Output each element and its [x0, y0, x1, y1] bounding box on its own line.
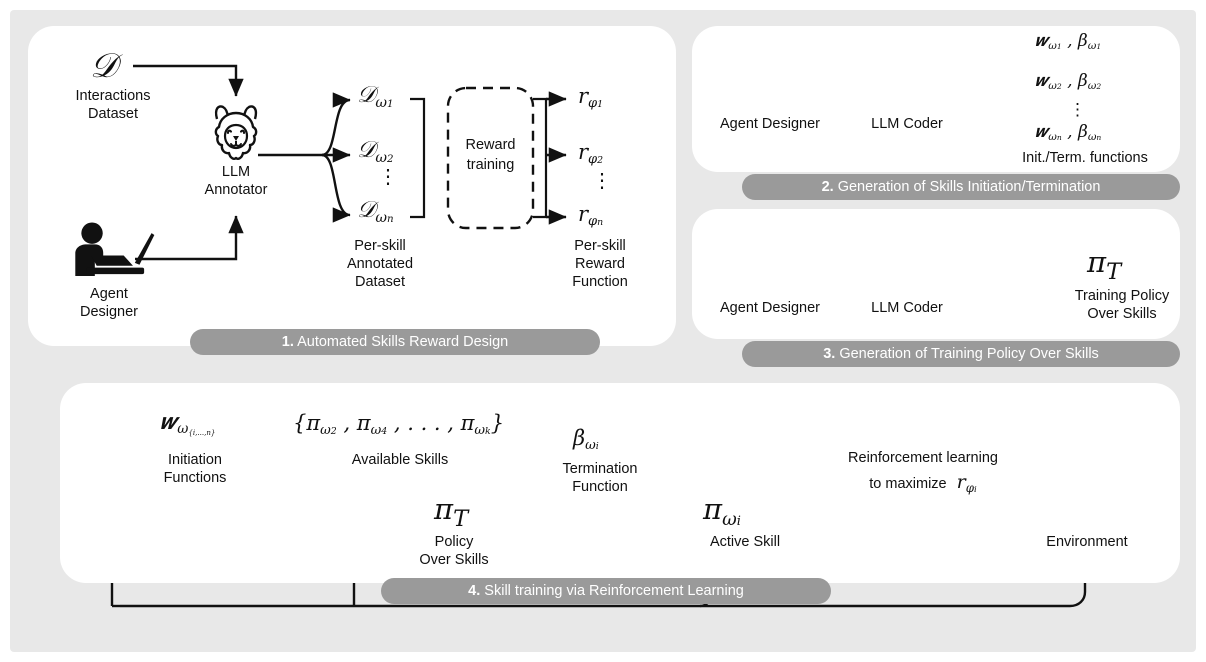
environment-caption: Environment	[1046, 534, 1128, 550]
dataset-caption-line1: Interactions	[75, 88, 151, 104]
termination-function-symbol: βωi	[573, 426, 599, 454]
llm-annotator-label-line2: Annotator	[204, 182, 268, 198]
reward-training-box-line2: training	[466, 157, 515, 173]
init-term-output-2: 𝒘ω2 , βω2	[1035, 71, 1102, 93]
panel-3-caption: 3. Generation of Training Policy Over Sk…	[742, 341, 1180, 367]
training-policy-caption-line1: Training Policy	[1074, 288, 1170, 304]
llm-annotator-icon	[214, 105, 258, 160]
reward-function-vdots: ⋮	[592, 170, 612, 192]
reward-training-box-line1: Reward	[465, 137, 516, 153]
rl-box-line1: Reinforcement learning	[848, 450, 998, 466]
init-term-caption: Init./Term. functions	[1022, 150, 1148, 166]
llm-annotator-label-line1: LLM	[221, 164, 251, 180]
panel-1-caption: 1. Automated Skills Reward Design	[190, 329, 600, 355]
annotated-caption-line1: Per-skill	[354, 238, 406, 254]
termination-function-caption-line2: Function	[572, 479, 628, 495]
annotated-caption-line2: Annotated	[346, 256, 414, 272]
panel-2-number: 2.	[821, 179, 834, 195]
annotated-dataset-vdots: ⋮	[378, 166, 398, 188]
rl-box-line2: to maximize rφi	[815, 471, 1031, 498]
active-skill-symbol: πωi	[703, 492, 741, 530]
llm-coder-label-panel3: LLM Coder	[871, 300, 943, 316]
rl-box-line2-text: to maximize	[869, 476, 947, 492]
reward-function-n: rφn	[578, 202, 604, 230]
dataset-symbol: 𝒟	[90, 46, 118, 86]
init-term-vdots: ⋮	[1069, 100, 1086, 119]
init-term-output-n: 𝒘ωn , βωn	[1035, 122, 1102, 144]
training-policy-caption-line2: Over Skills	[1087, 306, 1157, 322]
panel-3-generation-of-training-policy-over-skills	[692, 209, 1180, 339]
reward-caption-line2: Reward	[575, 256, 625, 272]
available-skills-set: {πω2 , πω4 , . . . , πωk}	[293, 411, 505, 439]
panel-1-automated-skills-reward-design	[28, 26, 676, 346]
agent-designer-icon-panel1	[75, 222, 155, 276]
agent-designer-label-panel2: Agent Designer	[720, 116, 820, 132]
reward-function-2: rφ2	[578, 140, 604, 168]
available-skills-caption: Available Skills	[351, 452, 449, 468]
panel-1-caption-text: Automated Skills Reward Design	[297, 334, 509, 350]
termination-function-caption-line1: Termination	[562, 461, 638, 477]
llm-coder-label-panel2: LLM Coder	[871, 116, 943, 132]
panel-3-caption-text: Generation of Training Policy Over Skill…	[839, 346, 1099, 362]
reward-caption-line3: Function	[572, 274, 628, 290]
annotated-dataset-n: 𝒟ωn	[357, 197, 394, 226]
reward-function-1: rφ1	[578, 84, 604, 112]
rl-box-reward-symbol: rφi	[950, 471, 977, 495]
initiation-functions-caption-line2: Functions	[163, 470, 227, 486]
panel-3-number: 3.	[823, 346, 836, 362]
panel-1-number: 1.	[281, 334, 294, 350]
policy-over-skills-caption-line1: Policy	[434, 534, 474, 550]
annotated-dataset-1: 𝒟ω1	[357, 82, 394, 111]
init-term-output-1: 𝒘ω1 , βω1	[1035, 31, 1102, 53]
panel-4-skill-training-via-reinforcement-learning	[60, 383, 1180, 583]
policy-over-skills-symbol: πT	[434, 492, 469, 533]
annotated-caption-line3: Dataset	[355, 274, 405, 290]
policy-over-skills-caption-line2: Over Skills	[419, 552, 489, 568]
panel-4-number: 4.	[468, 583, 481, 599]
reward-caption-line1: Per-skill	[574, 238, 626, 254]
initiation-functions-caption-line1: Initiation	[167, 452, 222, 468]
initiation-functions-symbol: 𝒘ω{i,...,n}	[160, 410, 216, 438]
panel-2-caption-text: Generation of Skills Initiation/Terminat…	[837, 179, 1101, 195]
agent-designer-label-panel3: Agent Designer	[720, 300, 820, 316]
agent-designer-label-line2-panel1: Designer	[79, 304, 139, 320]
panel-4-caption: 4. Skill training via Reinforcement Lear…	[381, 578, 831, 604]
panel-2-generation-of-skills-initiation-termination	[692, 26, 1180, 172]
annotated-dataset-2: 𝒟ω2	[357, 137, 394, 166]
panel-4-caption-text: Skill training via Reinforcement Learnin…	[484, 583, 744, 599]
dataset-caption-line2: Dataset	[88, 106, 138, 122]
agent-designer-label-line1-panel1: Agent	[90, 286, 128, 302]
training-policy-symbol: πT	[1087, 245, 1122, 286]
panel-2-caption: 2. Generation of Skills Initiation/Termi…	[742, 174, 1180, 200]
active-skill-caption: Active Skill	[709, 534, 781, 550]
